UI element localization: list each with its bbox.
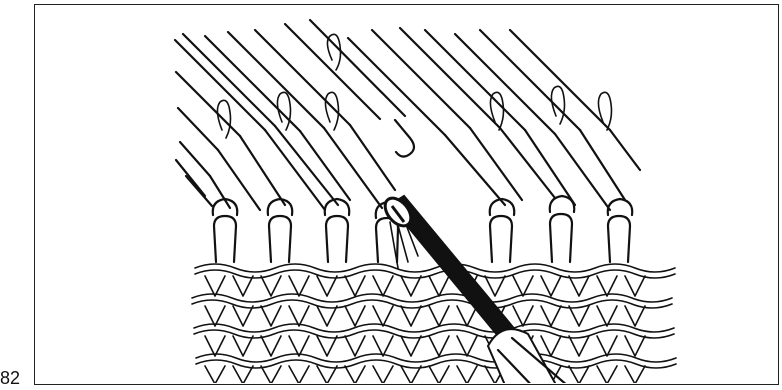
knitted-fabric xyxy=(192,264,676,384)
needle-loops xyxy=(217,34,611,138)
hook-icon xyxy=(395,120,414,157)
yarn-strands-lower xyxy=(210,125,640,210)
yarn-strands xyxy=(175,20,610,206)
page-number: 82 xyxy=(0,366,20,390)
